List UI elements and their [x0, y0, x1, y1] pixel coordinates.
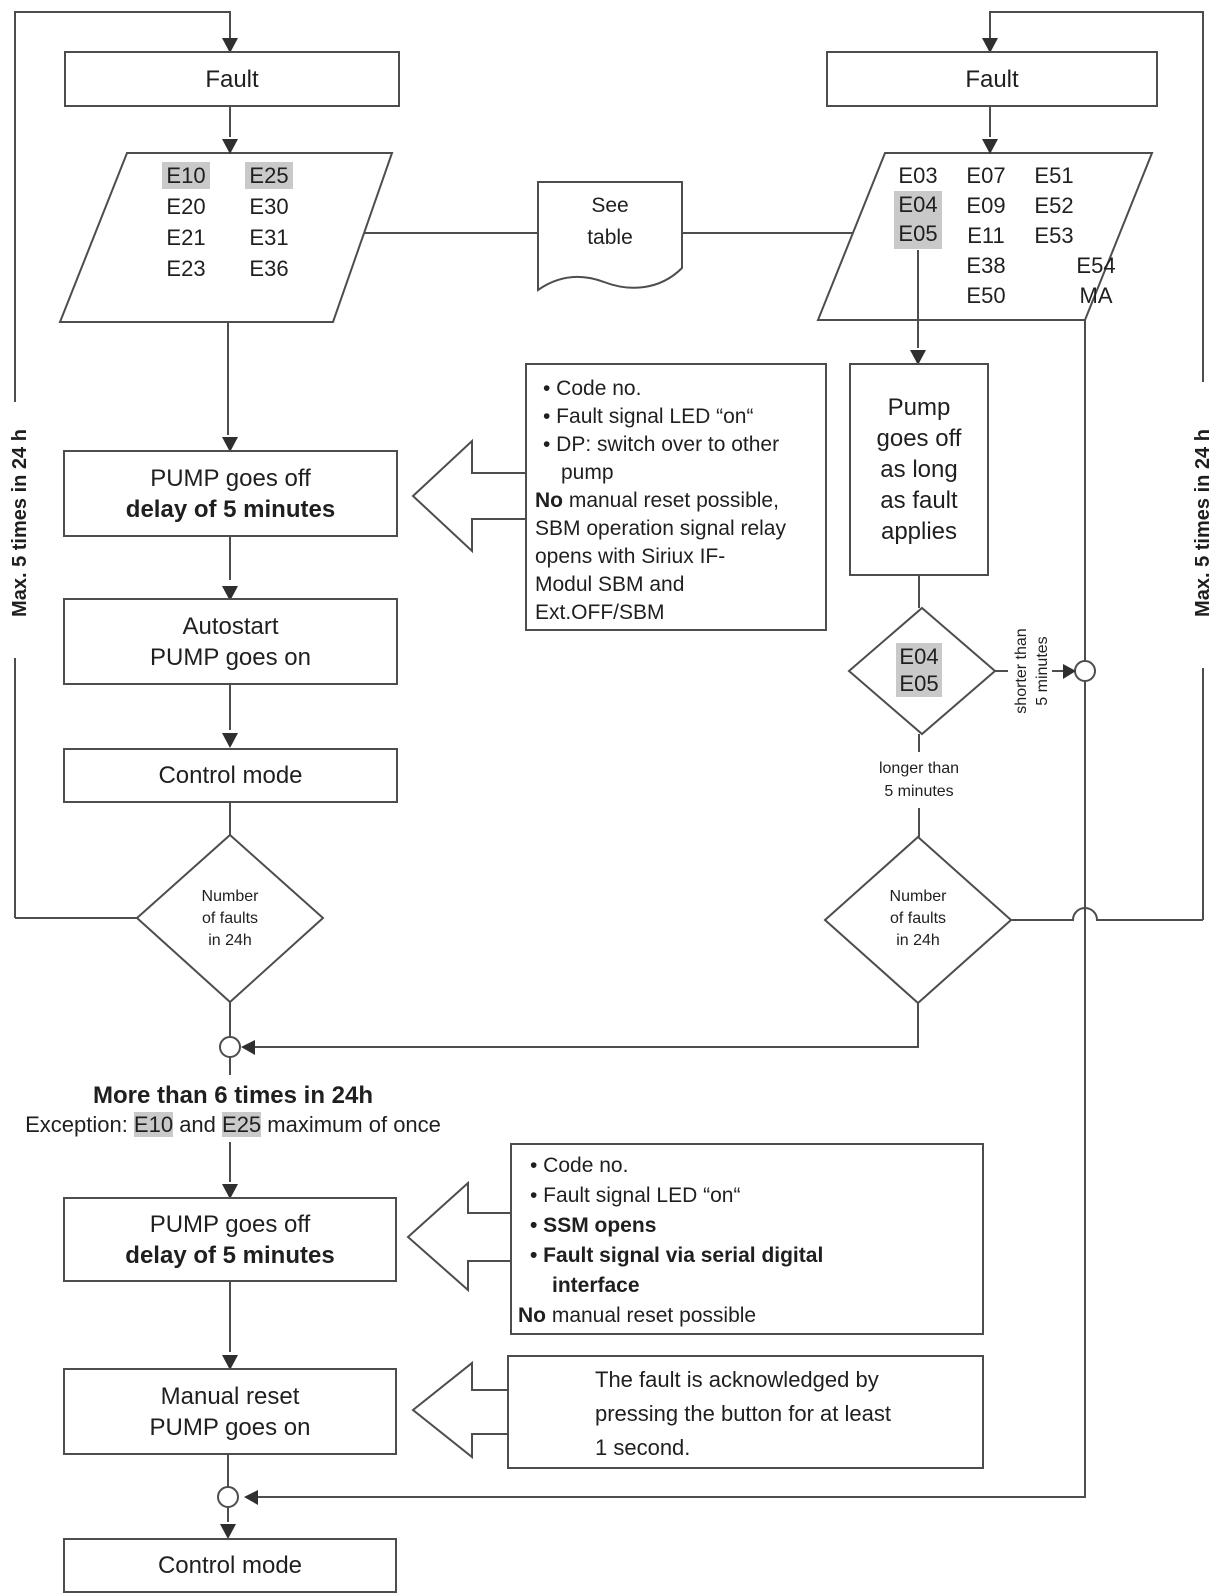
callout1-sbm-relay: SBM operation signal relay: [535, 517, 786, 540]
callout1-no-reset: No manual reset possible,: [535, 489, 779, 512]
code-e23: E23: [166, 256, 206, 281]
pump-off-line: PUMP goes off: [150, 464, 311, 492]
callout1-code-no: • Code no.: [543, 377, 642, 400]
longer-than-label: longer than 5 minutes: [839, 757, 999, 803]
callout1-siriux: opens with Siriux IF-: [535, 545, 726, 568]
callout1-dp-switch: • DP: switch over to other: [543, 433, 780, 456]
callout1-pump: pump: [561, 461, 614, 484]
code-e07: E07: [966, 163, 1006, 188]
code-e09: E09: [966, 193, 1006, 218]
right-faults-diamond-label: Number of faults in 24h: [889, 888, 947, 949]
code-e05: E05: [894, 220, 942, 249]
code-e52: E52: [1034, 193, 1074, 218]
code-e20: E20: [166, 194, 206, 219]
code-e53: E53: [1034, 223, 1074, 248]
callout1-modul-sbm: Modul SBM and: [535, 573, 685, 596]
control-mode-label-1: Control mode: [158, 762, 303, 789]
arrowheads: [220, 38, 1076, 1539]
callout1-led-on: • Fault signal LED “on“: [543, 405, 754, 428]
callout2-no-reset: No manual reset possible: [518, 1304, 757, 1327]
code-e21: E21: [166, 225, 206, 250]
code-e25: E25: [245, 162, 293, 189]
callout2-serial-digital: • Fault signal via serial digital: [530, 1244, 824, 1267]
left-loop-label: Max. 5 times in 24 h: [9, 429, 31, 617]
exception-e10: E10: [133, 1112, 174, 1137]
code-e10: E10: [162, 162, 210, 189]
autostart-pump-on-line: PUMP goes on: [150, 643, 311, 671]
diamond-e05: E05: [896, 670, 942, 697]
callout-fault-signal-info: • Code no. • Fault signal LED “on“ • SSM…: [510, 1143, 984, 1335]
delay-line: delay of 5 minutes: [125, 495, 336, 523]
connector-circle-shorter: [1074, 660, 1096, 682]
callout3-line2: pressing the button for at least: [595, 1401, 891, 1426]
callout3-line1: The fault is acknowledged by: [595, 1367, 879, 1392]
code-e04: E04: [894, 191, 942, 220]
left-fault-label: Fault: [205, 65, 259, 93]
right-diamond-to-merge-line: [255, 1003, 919, 1048]
callout3-line3: 1 second.: [595, 1435, 691, 1460]
control-mode-label-2: Control mode: [157, 1552, 303, 1579]
right-fault-label: Fault: [965, 65, 1019, 93]
connector-circle-bottom: [217, 1486, 239, 1508]
merge-title: More than 6 times in 24h: [92, 1082, 374, 1109]
code-e54: E54: [1076, 253, 1116, 278]
code-e11: E11: [967, 223, 1005, 248]
right-loop-label: Max. 5 times in 24 h: [1192, 429, 1214, 617]
left-codes-parallelogram: [58, 152, 394, 323]
left-fault-box: Fault: [64, 51, 400, 107]
right-loop-line: [989, 11, 1204, 921]
left-faults-diamond: [135, 833, 325, 1004]
callout2-ssm-opens: • SSM opens: [530, 1214, 657, 1237]
callout3-block-arrow: [411, 1360, 509, 1460]
callout2-interface: interface: [552, 1274, 640, 1297]
pump-off-delay-box-2: PUMP goes off delay of 5 minutes: [63, 1197, 397, 1282]
callout1-ext-off: Ext.OFF/SBM: [535, 601, 665, 624]
callout2-code-no: • Code no.: [530, 1154, 629, 1177]
code-ma: MA: [1079, 283, 1113, 308]
left-faults-diamond-label: Number of faults in 24h: [201, 888, 259, 949]
callout1-block-arrow: [411, 438, 527, 554]
left-loop-line: [14, 11, 231, 919]
autostart-box: Autostart PUMP goes on: [63, 598, 398, 685]
shorter-than-label: shorter than 5 minutes: [1013, 628, 1051, 714]
callout2-block-arrow: [406, 1180, 512, 1293]
code-e50: E50: [966, 283, 1006, 308]
see-table-document-shape: [537, 181, 683, 292]
manual-reset-box: Manual reset PUMP goes on: [63, 1368, 397, 1455]
callout-acknowledge-info: The fault is acknowledged by pressing th…: [507, 1355, 984, 1469]
exception-e25: E25: [222, 1112, 262, 1137]
pump-off-while-fault-box: Pump goes off as long as fault applies: [849, 363, 989, 576]
code-e03: E03: [898, 163, 938, 188]
code-e38: E38: [966, 253, 1006, 278]
shorter-return-line: [258, 681, 1086, 1498]
connector-circle-merge: [219, 1036, 241, 1058]
code-e36: E36: [249, 256, 289, 281]
pump-off-delay-box-1: PUMP goes off delay of 5 minutes: [63, 450, 398, 537]
see-table-label: See table: [587, 194, 633, 249]
code-e30: E30: [249, 194, 289, 219]
callout-autoreset-info: • Code no. • Fault signal LED “on“ • DP:…: [525, 363, 827, 631]
control-mode-box-1: Control mode: [63, 748, 398, 803]
autostart-line: Autostart: [182, 612, 279, 640]
right-fault-box: Fault: [826, 51, 1158, 107]
diamond-e04: E04: [896, 643, 942, 670]
code-e51: E51: [1034, 163, 1074, 188]
merge-exception: Exception: E10 and E25 maximum of once: [25, 1112, 441, 1137]
control-mode-box-2: Control mode: [63, 1538, 397, 1593]
callout2-led-on: • Fault signal LED “on“: [530, 1184, 741, 1207]
code-e31: E31: [249, 225, 289, 250]
